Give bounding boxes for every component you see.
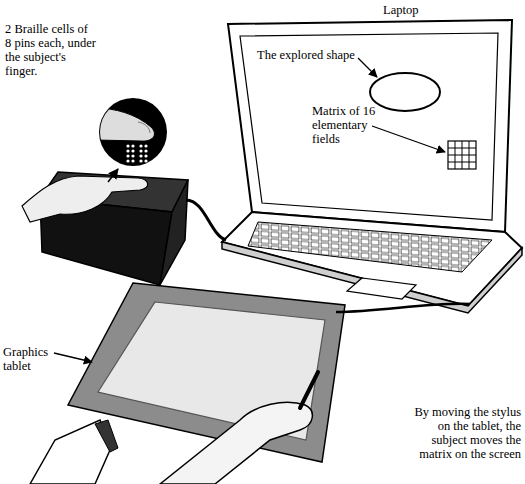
part-label: Laptop [383,3,463,17]
matrix-grid [448,141,476,169]
part-label: Graphics tablet [3,345,65,373]
matrix-grid-lines [448,141,476,169]
cable [336,304,470,312]
explored-shape [370,73,440,111]
cable [186,200,226,240]
hand [22,176,148,222]
braille-device-side [160,180,188,285]
caption-note: By moving the stylus on the tablet, the … [405,405,521,461]
touchpad [347,278,416,299]
leader-arrow [54,353,92,362]
leader-arrow [358,58,377,77]
stylus [300,372,318,408]
fingernail [138,122,150,133]
laptop-lid [228,20,512,232]
writing-hand [160,402,312,484]
inset-arrow [108,169,118,182]
tablet [68,283,345,462]
callout-text: 2 Braille cells of 8 pins each, under th… [5,22,97,78]
cuff [95,420,118,452]
callout-text: The explored shape [257,48,367,62]
braille-pins [126,144,147,162]
laptop-screen [240,33,498,220]
finger [95,108,154,141]
callout-text: Matrix of 16 elementary fields [312,104,390,146]
leader-arrow [372,126,445,152]
keyboard [248,222,492,272]
